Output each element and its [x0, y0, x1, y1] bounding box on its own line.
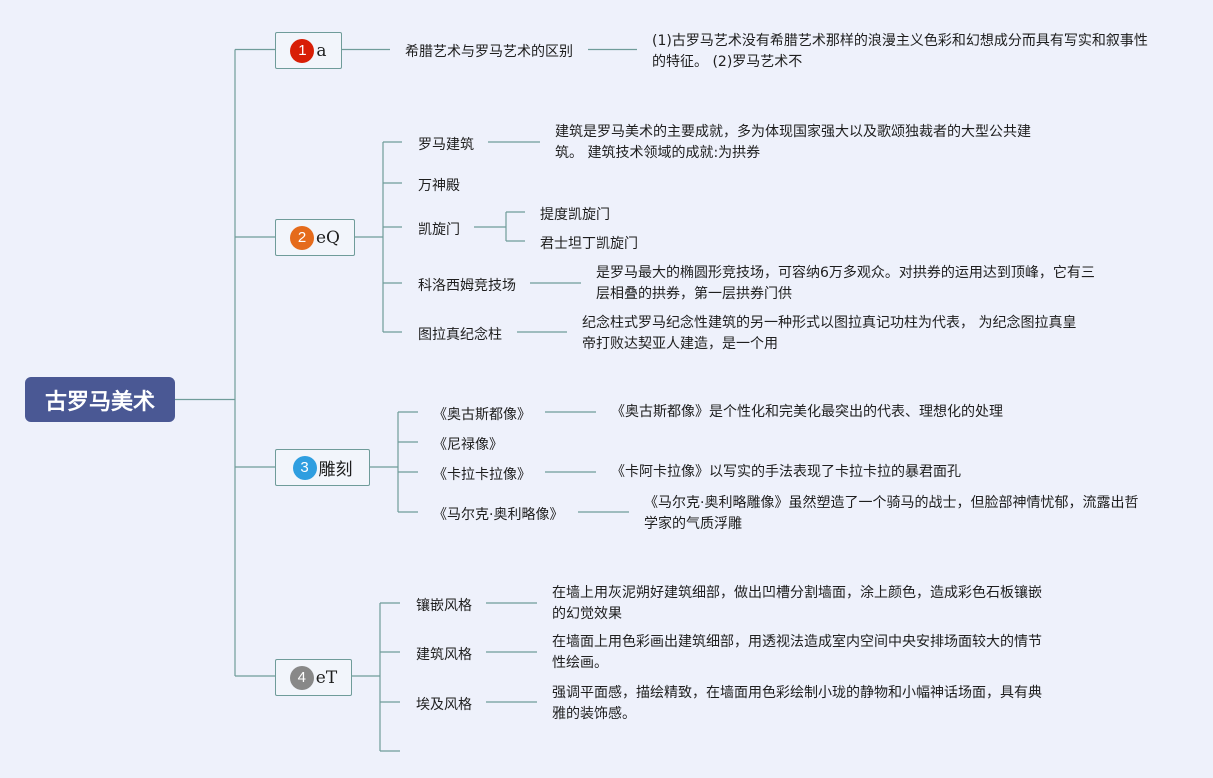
topic-augustus-statue[interactable]: 《奥古斯都像》 [433, 407, 531, 423]
topic-description: 在墙上用灰泥朔好建筑细部，做出凹槽分割墙面，涂上颜色，造成彩色石板镶嵌的幻觉效果 [552, 585, 1042, 622]
topic-description: 在墙面上用色彩画出建筑细部，用透视法造成室内空间中央安排场面较大的情节性绘画。 [552, 634, 1042, 671]
topic-greek-roman-difference[interactable]: 希腊艺术与罗马艺术的区别 [405, 44, 573, 60]
root-title: 古罗马美术 [44, 389, 155, 415]
topic-pantheon[interactable]: 万神殿 [418, 178, 460, 194]
topic-description: 《卡阿卡拉像》以写实的手法表现了卡拉卡拉的暴君面孔 [611, 464, 961, 480]
root-node[interactable]: 古罗马美术 [25, 377, 175, 422]
topic-egyptian-style[interactable]: 埃及风格 [416, 697, 472, 713]
topic-marcus-aurelius-statue[interactable]: 《马尔克·奥利略像》 [433, 507, 564, 523]
branch-label: 雕刻 [318, 460, 353, 480]
number-badge-icon: 1 [290, 38, 315, 63]
topic-nero-statue[interactable]: 《尼禄像》 [433, 437, 503, 453]
number-badge-icon: 2 [290, 225, 314, 250]
branch-4-node[interactable]: 4 eT [275, 659, 352, 696]
topic-colosseum[interactable]: 科洛西姆竞技场 [418, 278, 516, 294]
branch-label: a [316, 40, 327, 61]
branch-label: eQ [316, 227, 340, 248]
topic-architectural-style[interactable]: 建筑风格 [416, 647, 472, 663]
topic-caracalla-statue[interactable]: 《卡拉卡拉像》 [433, 467, 531, 483]
topic-description: 纪念柱式罗马纪念性建筑的另一种形式以图拉真记功柱为代表， 为纪念图拉真皇帝打败达… [582, 315, 1077, 352]
topic-description: 是罗马最大的椭圆形竞技场，可容纳6万多观众。对拱券的运用达到顶峰，它有三层相叠的… [596, 265, 1095, 302]
topic-inlay-style[interactable]: 镶嵌风格 [416, 598, 472, 614]
branch-2-node[interactable]: 2 eQ [275, 219, 355, 256]
topic-triumphal-arch[interactable]: 凯旋门 [418, 222, 460, 238]
topic-description: 《奥古斯都像》是个性化和完美化最突出的代表、理想化的处理 [611, 404, 1003, 420]
branch-label: eT [315, 667, 338, 688]
branch-1-node[interactable]: 1 a [275, 32, 342, 69]
topic-trajans-column[interactable]: 图拉真纪念柱 [418, 327, 502, 343]
number-badge-icon: 4 [289, 665, 314, 690]
subtopic-arch-of-constantine[interactable]: 君士坦丁凯旋门 [540, 236, 638, 252]
number-badge-icon: 3 [292, 455, 317, 480]
topic-description: 建筑是罗马美术的主要成就，多为体现国家强大以及歌颂独裁者的大型公共建筑。 建筑技… [555, 124, 1031, 161]
topic-roman-architecture[interactable]: 罗马建筑 [418, 137, 474, 153]
topic-description: 强调平面感，描绘精致，在墙面用色彩绘制小珑的静物和小幅神话场面，具有典雅的装饰感… [552, 685, 1042, 722]
topic-description: (1)古罗马艺术没有希腊艺术那样的浪漫主义色彩和幻想成分而具有写实和叙事性的特征… [652, 33, 1148, 70]
branch-3-node[interactable]: 3 雕刻 [275, 449, 370, 486]
subtopic-arch-of-titus[interactable]: 提度凯旋门 [540, 207, 610, 223]
topic-description: 《马尔克·奥利略雕像》虽然塑造了一个骑马的战士，但脸部神情忧郁，流露出哲学家的气… [644, 495, 1139, 532]
